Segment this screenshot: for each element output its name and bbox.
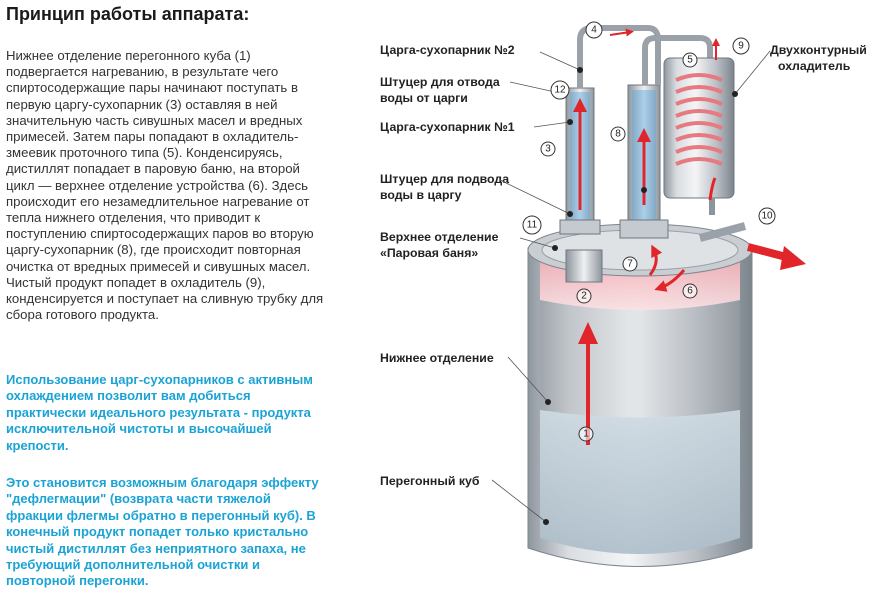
svg-text:7: 7 bbox=[627, 259, 633, 270]
label-cooler-line1: Двухконтурный bbox=[770, 43, 867, 57]
label-upper-section-line2: «Паровая баня» bbox=[380, 246, 479, 260]
label-shtutser-out-line1: Штуцер для отвода bbox=[380, 75, 500, 89]
svg-text:2: 2 bbox=[581, 291, 587, 302]
marker-5: 5 bbox=[682, 52, 698, 68]
description-paragraph: Нижнее отделение перегонного куба (1) по… bbox=[6, 48, 324, 323]
marker-8: 8 bbox=[610, 126, 626, 142]
marker-7: 7 bbox=[622, 256, 638, 272]
label-shtutser-in-line1: Штуцер для подвода bbox=[380, 172, 510, 186]
svg-text:10: 10 bbox=[761, 211, 773, 222]
label-lower-section: Нижнее отделение bbox=[380, 351, 494, 365]
svg-text:3: 3 bbox=[545, 144, 551, 155]
outlet-pipe bbox=[698, 222, 747, 242]
label-cooler-line2: охладитель bbox=[778, 59, 851, 73]
svg-text:9: 9 bbox=[738, 41, 744, 52]
marker-11: 11 bbox=[522, 215, 542, 235]
svg-text:8: 8 bbox=[615, 129, 621, 140]
svg-text:12: 12 bbox=[554, 85, 566, 96]
label-shtutser-in-line2: воды в царгу bbox=[380, 188, 462, 202]
svg-text:5: 5 bbox=[687, 55, 693, 66]
marker-10: 10 bbox=[758, 207, 776, 225]
marker-3: 3 bbox=[540, 141, 556, 157]
highlight-paragraph-2: Это становится возможным благодаря эффек… bbox=[6, 475, 319, 589]
highlight-paragraph-1: Использование царг-сухопарников с активн… bbox=[6, 372, 313, 453]
label-tsarga-2: Царга-сухопарник №2 bbox=[380, 43, 515, 57]
label-distillation-kub: Перегонный куб bbox=[380, 474, 480, 488]
leader-lines bbox=[491, 50, 771, 523]
svg-text:6: 6 bbox=[687, 286, 693, 297]
marker-4: 4 bbox=[585, 21, 603, 39]
pipe-to-cooler bbox=[642, 35, 713, 85]
double-circuit-cooler bbox=[663, 57, 735, 215]
marker-1: 1 bbox=[578, 426, 594, 442]
marker-2: 2 bbox=[576, 288, 592, 304]
distillation-kettle bbox=[527, 223, 753, 567]
page-title: Принцип работы аппарата: bbox=[6, 4, 250, 24]
svg-text:4: 4 bbox=[591, 25, 597, 36]
label-upper-section-line1: Верхнее отделение bbox=[380, 230, 499, 244]
label-tsarga-1: Царга-сухопарник №1 bbox=[380, 120, 515, 134]
svg-text:1: 1 bbox=[583, 429, 589, 440]
number-markers: 1 2 3 4 5 6 7 8 9 10 11 12 bbox=[522, 21, 776, 442]
marker-12: 12 bbox=[550, 80, 570, 100]
svg-text:11: 11 bbox=[527, 220, 538, 231]
inner-cup bbox=[565, 249, 603, 283]
label-shtutser-out-line2: воды от царги bbox=[380, 91, 468, 105]
marker-6: 6 bbox=[682, 283, 698, 299]
marker-9: 9 bbox=[732, 37, 750, 55]
